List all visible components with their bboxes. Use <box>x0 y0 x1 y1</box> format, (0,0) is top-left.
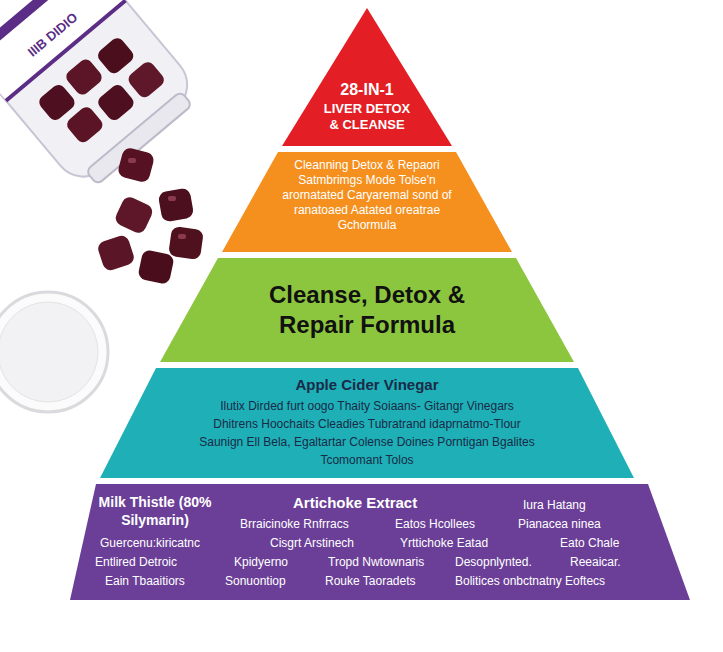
band-text: Reeaicar. <box>570 555 621 570</box>
band-text: Eatos Hcollees <box>395 517 475 532</box>
band-fill <box>160 258 574 362</box>
pyramid-band: Cleanse, Detox & Repair Formula <box>160 258 574 362</box>
band-text: Iura Hatang <box>523 498 586 513</box>
band-heading: Cleanse, Detox & Repair Formula <box>237 280 497 340</box>
band-text: Pianacea ninea <box>518 517 601 532</box>
pyramid-band: Apple Cider VinegarIlutix Dirded furt oo… <box>100 368 634 478</box>
band-heading: 28-IN-1 <box>312 80 422 100</box>
pyramid-band: Milk Thistle (80% Silymarin) Artichoke Ex… <box>70 484 690 600</box>
band-text: Guercenu:kiricatnc <box>100 536 200 551</box>
band-text: Kpidyerno <box>234 555 288 570</box>
band-text: Rouke Taoradets <box>325 574 416 589</box>
band-text: Eain Tbaaitiors <box>105 574 185 589</box>
pyramid-band: Cleanning Detox & Repaori Satmbrimgs Mod… <box>222 152 512 252</box>
band-heading: Cleanning Detox & Repaori Satmbrimgs Mod… <box>272 158 462 233</box>
band-text: Tropd Nwtownaris <box>328 555 424 570</box>
band-fill <box>70 484 690 600</box>
band-text: Cisgrt Arstinech <box>270 536 354 551</box>
jar <box>0 0 205 195</box>
band-text: Yrttichoke Eatad <box>400 536 488 551</box>
band-text: Saunign Ell Bela, Egaltartar Colense Doi… <box>147 435 587 450</box>
band-text: Ilutix Dirded furt oogo Thaity Soiaans- … <box>147 399 587 414</box>
band-heading: Milk Thistle (80% Silymarin) <box>93 494 218 529</box>
band-text: Bolitices onbctnatny Eoftecs <box>455 574 605 589</box>
apex-triangle: 28-IN-1LIVER DETOX & CLEANSE <box>282 8 452 146</box>
band-fill <box>222 152 512 252</box>
band-text: Artichoke Extract <box>293 494 417 513</box>
band-text: Tcomomant Tolos <box>147 453 587 468</box>
band-text: Sonuontiop <box>225 574 286 589</box>
band-text: Brraicinoke Rnfrracs <box>240 517 349 532</box>
band-fill <box>282 8 452 146</box>
spilled-gummies <box>96 146 204 285</box>
band-shape <box>160 258 574 362</box>
band-heading: Apple Cider Vinegar <box>217 376 517 395</box>
band-text: Eato Chale <box>560 536 619 551</box>
band-text: LIVER DETOX & CLEANSE <box>318 101 416 134</box>
band-text: Dhitrens Hoochaits Cleadies Tubratrand i… <box>147 417 587 432</box>
band-fill <box>100 368 634 478</box>
band-text: Desopnlynted. <box>455 555 532 570</box>
band-text: Entlired Detroic <box>95 555 177 570</box>
jar-label-text: IIIB DIDIO <box>25 10 81 61</box>
jar-cap <box>0 292 108 412</box>
